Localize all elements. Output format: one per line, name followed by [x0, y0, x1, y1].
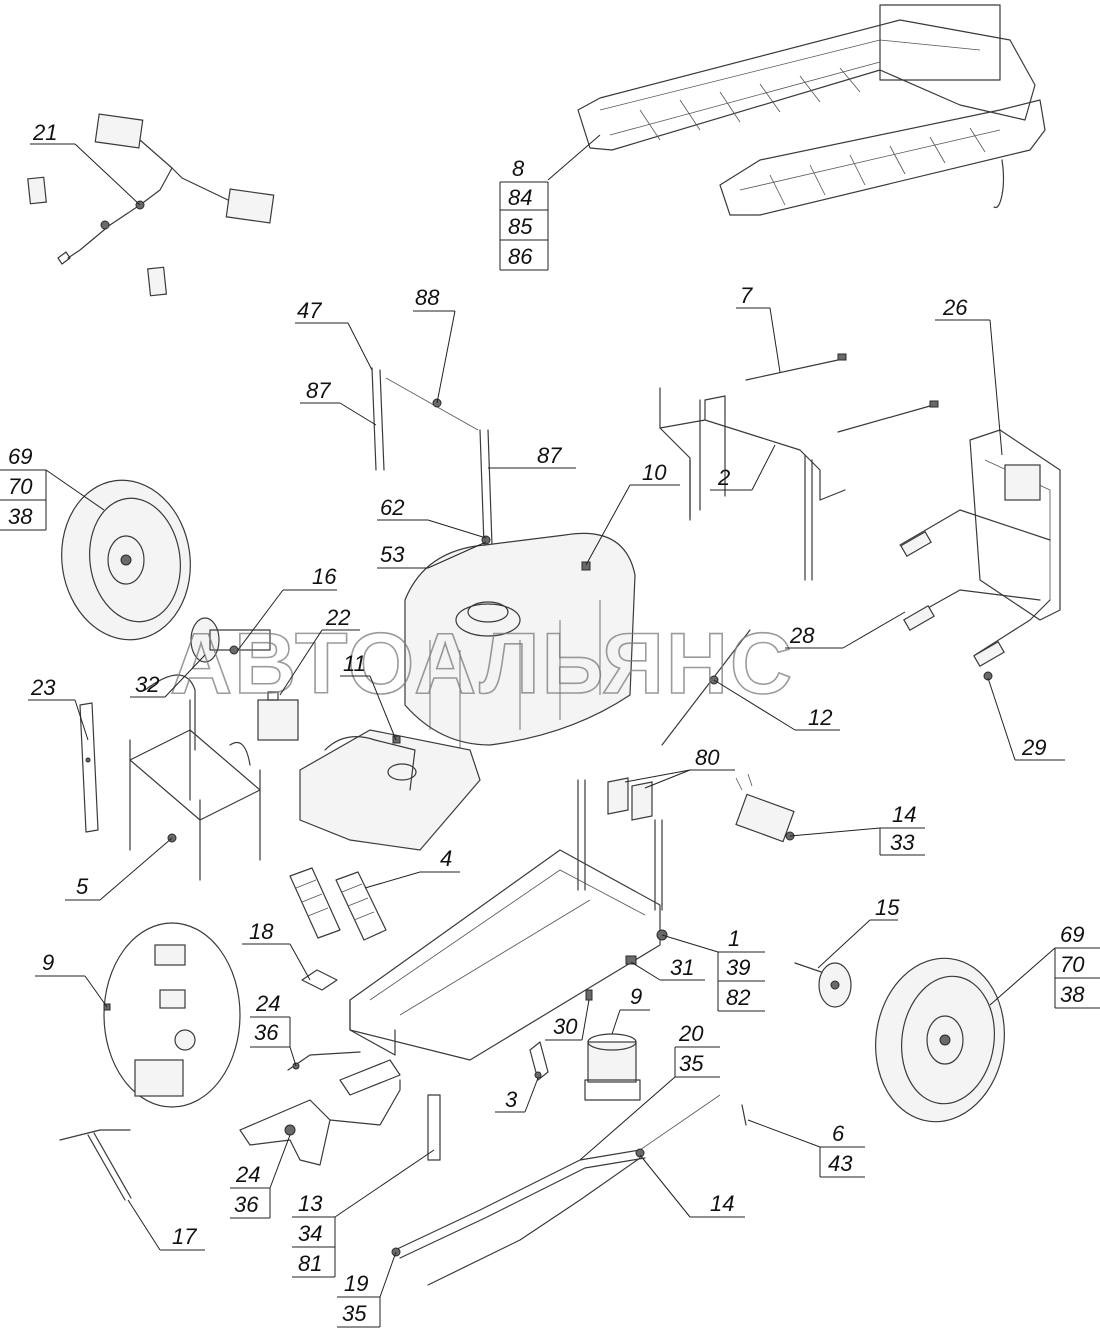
callout-16: 16	[312, 564, 337, 589]
callout-47: 47	[297, 298, 322, 323]
hitch-24-lower-part	[239, 1079, 401, 1166]
callout-87-left: 87	[306, 378, 331, 403]
callout-87-right: 87	[537, 443, 562, 468]
callout-29: 29	[1021, 735, 1046, 760]
callout-2: 2	[717, 465, 730, 490]
callout-53: 53	[380, 542, 405, 567]
callout-20: 20	[678, 1021, 704, 1046]
callout-43: 43	[828, 1151, 853, 1176]
callout-22: 22	[325, 605, 350, 630]
callout-19: 19	[344, 1271, 368, 1296]
wheel-right-part	[875, 957, 1005, 1123]
axle-15-part	[794, 962, 852, 1008]
pipe-assembly-part	[391, 1094, 721, 1286]
boom-assembly-part	[577, 4, 1046, 216]
callout-14-lower: 14	[710, 1191, 734, 1216]
tank-part	[404, 532, 636, 750]
water-tank-part	[299, 729, 481, 851]
frame-bracket-part	[659, 387, 846, 581]
callout-84: 84	[508, 185, 532, 210]
callout-15: 15	[875, 895, 900, 920]
callout-31: 31	[670, 955, 694, 980]
callout-24-upper: 24	[255, 991, 280, 1016]
callout-17: 17	[172, 1224, 197, 1249]
callout-12: 12	[808, 705, 832, 730]
callout-4: 4	[440, 846, 452, 871]
callout-9-left: 9	[42, 950, 54, 975]
callout-33: 33	[890, 830, 915, 855]
lever-18-part	[301, 969, 338, 991]
platform-part	[129, 674, 261, 881]
hose-24-upper-part	[287, 1051, 361, 1071]
callout-10: 10	[642, 460, 667, 485]
bracket-3-part	[529, 1041, 549, 1081]
callout-32: 32	[135, 672, 159, 697]
jack-stand-part	[59, 1129, 132, 1201]
callout-30: 30	[553, 1014, 578, 1039]
callout-26: 26	[942, 295, 968, 320]
rod-12-part	[661, 629, 751, 746]
callout-1: 1	[728, 926, 740, 951]
callout-23: 23	[30, 675, 56, 700]
small-block-31-part	[625, 955, 637, 965]
block-pair-part	[607, 777, 653, 821]
callout-82: 82	[726, 985, 750, 1010]
callout-34: 34	[298, 1221, 322, 1246]
canister-part	[257, 691, 299, 741]
callout-69-left: 69	[8, 444, 32, 469]
callout-14-upper: 14	[892, 802, 916, 827]
callout-35-lower: 35	[342, 1301, 367, 1326]
bolt-30-part	[585, 989, 593, 1001]
callout-81: 81	[298, 1251, 322, 1276]
callout-8: 8	[512, 156, 525, 181]
callout-70-left: 70	[8, 474, 33, 499]
callout-9-right: 9	[630, 984, 642, 1009]
callout-86: 86	[508, 244, 533, 269]
pump-group-part	[103, 922, 241, 1108]
callout-36-lower: 36	[234, 1192, 259, 1217]
chassis-part	[339, 779, 668, 1096]
callout-69-right: 69	[1060, 922, 1084, 947]
post-13-part	[427, 1094, 441, 1161]
callout-62: 62	[380, 495, 404, 520]
callout-38-left: 38	[8, 504, 33, 529]
bar-bracket-part	[79, 702, 99, 833]
callout-35-upper: 35	[679, 1051, 704, 1076]
filter-cylinder-part	[735, 773, 795, 843]
callout-11: 11	[343, 651, 366, 676]
lamp-harness-part	[27, 113, 275, 297]
callout-80: 80	[695, 745, 720, 770]
watermark-text: АВТОАЛЬЯНС	[170, 616, 794, 712]
callout-24-lower: 24	[235, 1162, 260, 1187]
callout-38-right: 38	[1060, 982, 1085, 1007]
callouts: 21 8 84 85 86 47 88 87 87 62 53	[0, 120, 1100, 1328]
callout-13: 13	[298, 1191, 323, 1216]
callout-6: 6	[832, 1121, 845, 1146]
callout-5: 5	[76, 874, 89, 899]
ladder-part	[289, 867, 387, 941]
pump-unit-part	[584, 1033, 641, 1101]
callout-88: 88	[415, 285, 440, 310]
callout-21: 21	[32, 120, 57, 145]
callout-85: 85	[508, 214, 533, 239]
callout-7: 7	[740, 283, 753, 308]
fitting-6-part	[741, 1104, 747, 1126]
callout-70-right: 70	[1060, 952, 1085, 977]
wheel-left-part	[61, 479, 191, 641]
lift-frame-part	[899, 429, 1061, 681]
rod-part	[745, 353, 939, 433]
callout-18: 18	[249, 919, 274, 944]
callout-36-upper: 36	[254, 1020, 279, 1045]
callout-28: 28	[789, 623, 815, 648]
callout-39: 39	[726, 955, 750, 980]
callout-3: 3	[505, 1087, 518, 1112]
